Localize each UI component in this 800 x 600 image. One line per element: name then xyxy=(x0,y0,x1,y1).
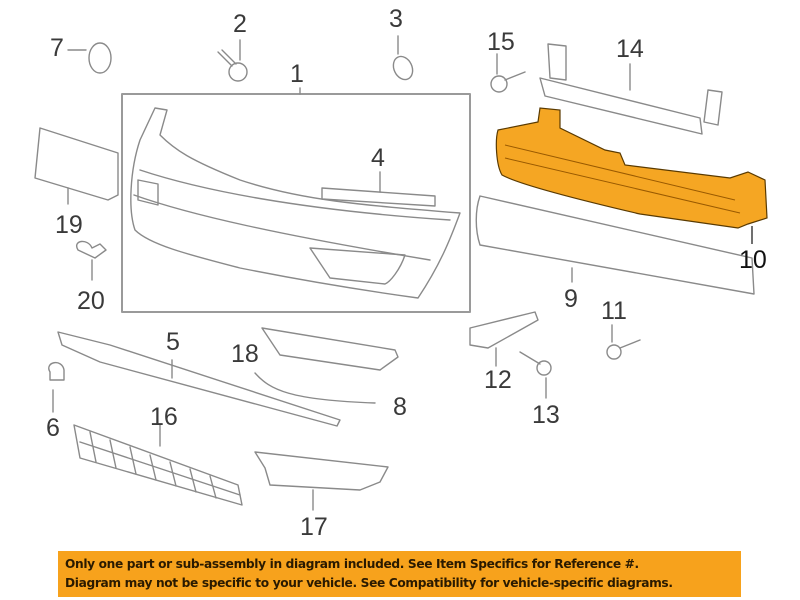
callout-20: 20 xyxy=(77,287,105,315)
clip-20-icon xyxy=(76,240,107,259)
bolt-11-icon xyxy=(606,344,622,360)
callout-14: 14 xyxy=(616,35,644,63)
callout-15: 15 xyxy=(487,28,515,56)
clip-6-icon xyxy=(48,362,65,381)
fog-grille-18-icon xyxy=(261,327,399,371)
screw-2-icon xyxy=(217,49,237,67)
callout-17: 17 xyxy=(300,513,328,541)
callout-6: 6 xyxy=(46,414,60,442)
callout-8: 8 xyxy=(393,393,407,421)
disclaimer-banner: Only one part or sub-assembly in diagram… xyxy=(58,551,741,597)
bracket-14-icon xyxy=(539,77,703,135)
callout-13: 13 xyxy=(532,401,560,429)
fog-grille-17-icon xyxy=(254,451,389,491)
callout-4: 4 xyxy=(371,144,385,172)
clip-3-icon xyxy=(392,55,414,81)
callout-3: 3 xyxy=(389,5,403,33)
callout-19: 19 xyxy=(55,211,83,239)
bumper-cover-box xyxy=(121,93,471,313)
callout-18: 18 xyxy=(231,340,259,368)
reinforcement-bar-10-icon xyxy=(495,107,768,229)
callout-11: 11 xyxy=(601,297,627,325)
bracket-12-icon xyxy=(469,311,539,349)
absorber-9-icon xyxy=(475,195,755,295)
molding-icon xyxy=(321,187,436,207)
callout-16: 16 xyxy=(150,403,178,431)
callout-2: 2 xyxy=(233,10,247,38)
callout-5: 5 xyxy=(166,328,180,356)
disclaimer-line-1: Only one part or sub-assembly in diagram… xyxy=(65,557,639,571)
callout-7: 7 xyxy=(50,34,64,62)
bolt-15-icon xyxy=(490,75,508,93)
disclaimer-line-2: Diagram may not be specific to your vehi… xyxy=(65,576,673,590)
bolt-13-icon xyxy=(519,351,541,365)
callout-12: 12 xyxy=(484,366,512,394)
callout-9: 9 xyxy=(564,285,578,313)
grille-16-icon xyxy=(73,424,243,506)
trim-8-icon xyxy=(254,372,376,404)
lower-strip-5-icon xyxy=(57,331,341,427)
bumper-cover-icon xyxy=(130,107,461,299)
cap-7-icon xyxy=(88,42,112,74)
callout-1: 1 xyxy=(290,60,304,88)
callout-10: 10 xyxy=(739,246,767,274)
license-bracket-icon xyxy=(34,127,119,201)
